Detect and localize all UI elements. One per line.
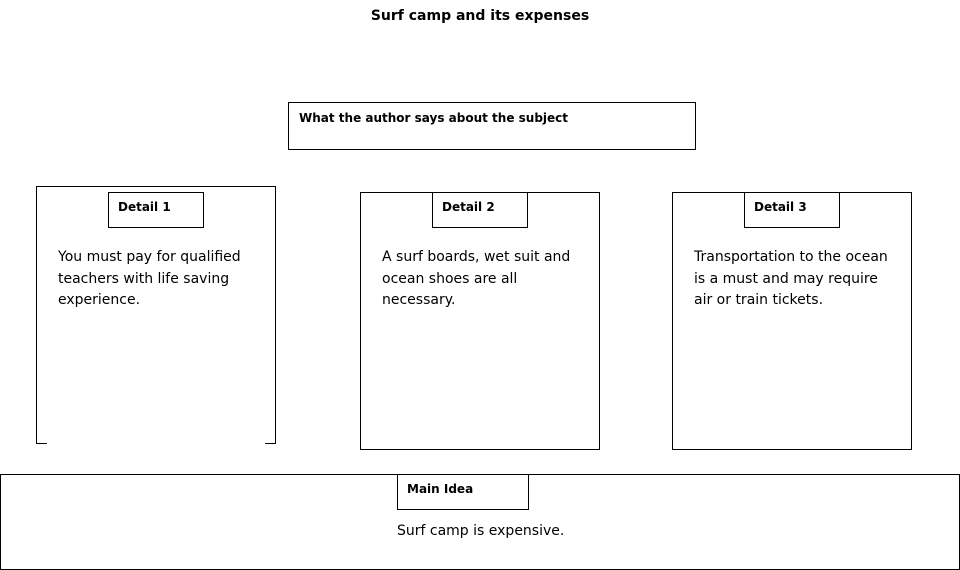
detail-1-bottom-right-edge [265, 443, 275, 444]
subject-label: What the author says about the subject [299, 111, 569, 125]
detail-box-3: Detail 3 Transportation to the ocean is … [672, 192, 912, 450]
main-idea-label: Main Idea [397, 474, 529, 510]
detail-box-1: Detail 1 You must pay for qualified teac… [36, 186, 276, 444]
main-idea-box: Main Idea Surf camp is expensive. [0, 474, 960, 570]
detail-text-3: Transportation to the ocean is a must an… [694, 249, 888, 308]
subject-box: What the author says about the subject [288, 102, 696, 150]
detail-label-1: Detail 1 [108, 192, 204, 228]
detail-box-2: Detail 2 A surf boards, wet suit and oce… [360, 192, 600, 450]
detail-label-3: Detail 3 [744, 192, 840, 228]
detail-label-2: Detail 2 [432, 192, 528, 228]
detail-text-2: A surf boards, wet suit and ocean shoes … [382, 249, 571, 308]
main-idea-text: Surf camp is expensive. [397, 523, 565, 539]
diagram-title: Surf camp and its expenses [370, 8, 590, 24]
detail-text-1: You must pay for qualified teachers with… [58, 249, 241, 308]
detail-1-bottom-left-edge [37, 443, 47, 444]
